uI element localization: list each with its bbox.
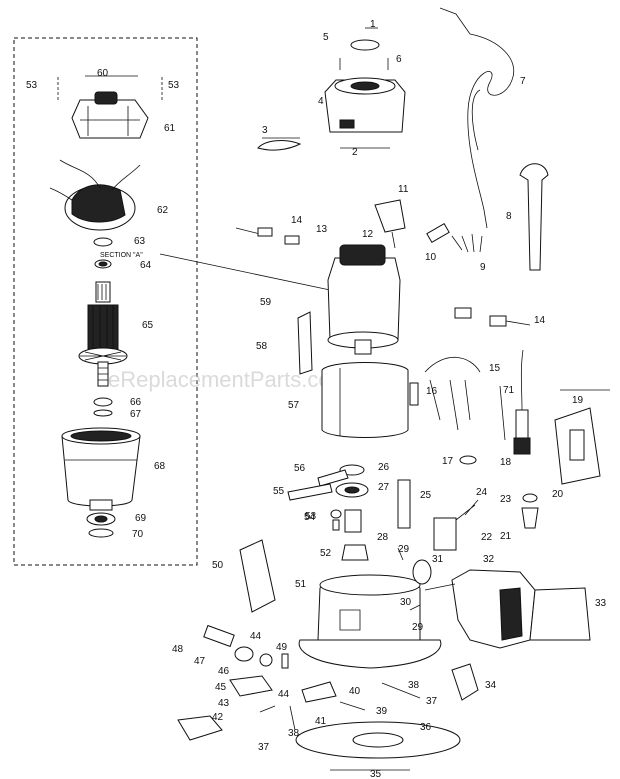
part-number-5: 5 bbox=[323, 32, 329, 43]
part-number-27: 27 bbox=[378, 482, 390, 493]
part-number-44: 44 bbox=[278, 689, 290, 700]
router-base bbox=[298, 574, 442, 669]
part-number-34: 34 bbox=[485, 680, 497, 691]
part-number-71: 71 bbox=[503, 385, 515, 396]
part-number-35: 35 bbox=[370, 769, 382, 779]
motor-sleeve bbox=[321, 362, 409, 438]
part-number-65: 65 bbox=[142, 320, 154, 331]
power-cord bbox=[439, 7, 515, 211]
part-number-20: 20 bbox=[552, 489, 564, 500]
part-number-31: 31 bbox=[432, 554, 444, 565]
part-number-55: 55 bbox=[273, 486, 285, 497]
watermark-text: eReplacementParts.com bbox=[108, 367, 349, 392]
part-number-53: 53 bbox=[305, 511, 317, 522]
part-number-58: 58 bbox=[256, 341, 268, 352]
part-number-13: 13 bbox=[316, 224, 328, 235]
part-number-68: 68 bbox=[154, 461, 166, 472]
part-number-41: 41 bbox=[315, 716, 327, 727]
part-number-17: 17 bbox=[442, 456, 454, 467]
part-number-56: 56 bbox=[294, 463, 306, 474]
part-number-36: 36 bbox=[420, 722, 432, 733]
part-number-14: 14 bbox=[291, 215, 303, 226]
part-number-37: 37 bbox=[426, 696, 438, 707]
part-number-23: 23 bbox=[500, 494, 512, 505]
part-number-38: 38 bbox=[288, 728, 300, 739]
part-number-1: 1 bbox=[370, 19, 376, 30]
part-number-26: 26 bbox=[378, 462, 390, 473]
part-number-16: 16 bbox=[426, 386, 438, 397]
part-number-25: 25 bbox=[420, 490, 432, 501]
part-number-14: 14 bbox=[534, 315, 546, 326]
part-number-8: 8 bbox=[506, 211, 512, 222]
part-number-60: 60 bbox=[97, 68, 109, 79]
part-number-9: 9 bbox=[480, 262, 486, 273]
part-number-42: 42 bbox=[212, 712, 224, 723]
part-number-11: 11 bbox=[398, 184, 409, 195]
part-number-64: 64 bbox=[140, 260, 152, 271]
base-plate bbox=[295, 721, 461, 759]
wrench bbox=[519, 163, 549, 271]
part-number-50: 50 bbox=[212, 560, 224, 571]
motor-housing bbox=[61, 427, 141, 511]
part-number-32: 32 bbox=[483, 554, 495, 565]
part-number-19: 19 bbox=[572, 395, 584, 406]
part-number-29: 29 bbox=[398, 544, 410, 555]
part-number-38: 38 bbox=[408, 680, 420, 691]
part-number-53: 53 bbox=[168, 80, 180, 91]
part-number-22: 22 bbox=[481, 532, 493, 543]
part-number-43: 43 bbox=[218, 698, 230, 709]
part-number-labels: 1 2 3 4 5 6 7 8 9 10 11 12 13 14 14 15 1… bbox=[26, 19, 607, 779]
part-number-39: 39 bbox=[376, 706, 388, 717]
part-number-18: 18 bbox=[500, 457, 512, 468]
part-number-67: 67 bbox=[130, 409, 142, 420]
part-number-12: 12 bbox=[362, 229, 374, 240]
part-number-69: 69 bbox=[135, 513, 147, 524]
section-a-leader bbox=[159, 253, 331, 291]
part-number-51: 51 bbox=[295, 579, 307, 590]
part-number-47: 47 bbox=[194, 656, 206, 667]
part-number-21: 21 bbox=[500, 531, 512, 542]
part-number-66: 66 bbox=[130, 397, 142, 408]
armature bbox=[78, 281, 128, 387]
part-number-29: 29 bbox=[412, 622, 424, 633]
part-number-10: 10 bbox=[425, 252, 437, 263]
part-number-24: 24 bbox=[476, 487, 488, 498]
part-number-4: 4 bbox=[318, 96, 324, 107]
part-number-59: 59 bbox=[260, 297, 272, 308]
part-number-3: 3 bbox=[262, 125, 268, 136]
part-number-45: 45 bbox=[215, 682, 227, 693]
part-number-40: 40 bbox=[349, 686, 361, 697]
field-coil bbox=[49, 159, 141, 231]
part-number-54: 54 bbox=[304, 512, 316, 523]
switch-box bbox=[554, 407, 601, 485]
motor-cap bbox=[324, 77, 406, 133]
part-number-7: 7 bbox=[520, 76, 526, 87]
base-handle-right bbox=[451, 569, 591, 649]
part-number-44: 44 bbox=[250, 631, 262, 642]
part-number-63: 63 bbox=[134, 236, 146, 247]
part-number-15: 15 bbox=[489, 363, 501, 374]
section-a-label: SECTION "A" bbox=[100, 252, 143, 259]
part-number-28: 28 bbox=[377, 532, 389, 543]
part-number-62: 62 bbox=[157, 205, 169, 216]
main-motor bbox=[327, 244, 401, 355]
part-number-57: 57 bbox=[288, 400, 300, 411]
base-handle-left bbox=[239, 539, 276, 613]
part-number-61: 61 bbox=[164, 123, 176, 134]
part-number-37: 37 bbox=[258, 742, 270, 753]
part-number-52: 52 bbox=[320, 548, 332, 559]
part-number-70: 70 bbox=[132, 529, 144, 540]
part-number-33: 33 bbox=[595, 598, 607, 609]
part-number-53: 53 bbox=[26, 80, 38, 91]
part-number-49: 49 bbox=[276, 642, 288, 653]
section-a-box bbox=[13, 37, 198, 566]
part-number-2: 2 bbox=[352, 147, 358, 158]
part-number-46: 46 bbox=[218, 666, 230, 677]
brush-holder-assembly bbox=[71, 91, 149, 139]
part-number-48: 48 bbox=[172, 644, 184, 655]
part-number-6: 6 bbox=[396, 54, 402, 65]
part-number-30: 30 bbox=[400, 597, 412, 608]
